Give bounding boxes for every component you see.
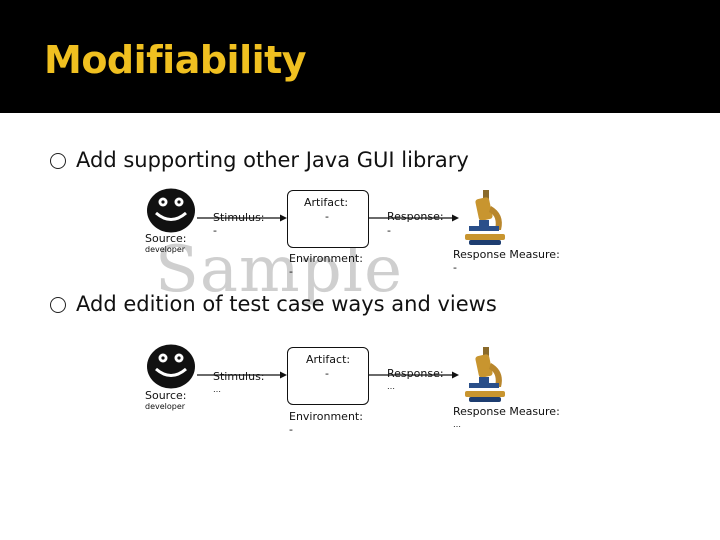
microscope-icon bbox=[461, 345, 509, 405]
response-label: Response: bbox=[387, 367, 444, 380]
artifact-label: Artifact: bbox=[306, 353, 350, 366]
response-value: … bbox=[387, 380, 395, 393]
environment-value: - bbox=[289, 423, 293, 436]
artifact-value: - bbox=[325, 367, 329, 380]
scenario-2-diagram: Source: developer Stimulus: … Artifact: … bbox=[0, 0, 720, 150]
response-measure-value: … bbox=[453, 418, 461, 431]
response-measure-label: Response Measure: bbox=[453, 405, 560, 418]
environment-label: Environment: bbox=[289, 410, 363, 423]
